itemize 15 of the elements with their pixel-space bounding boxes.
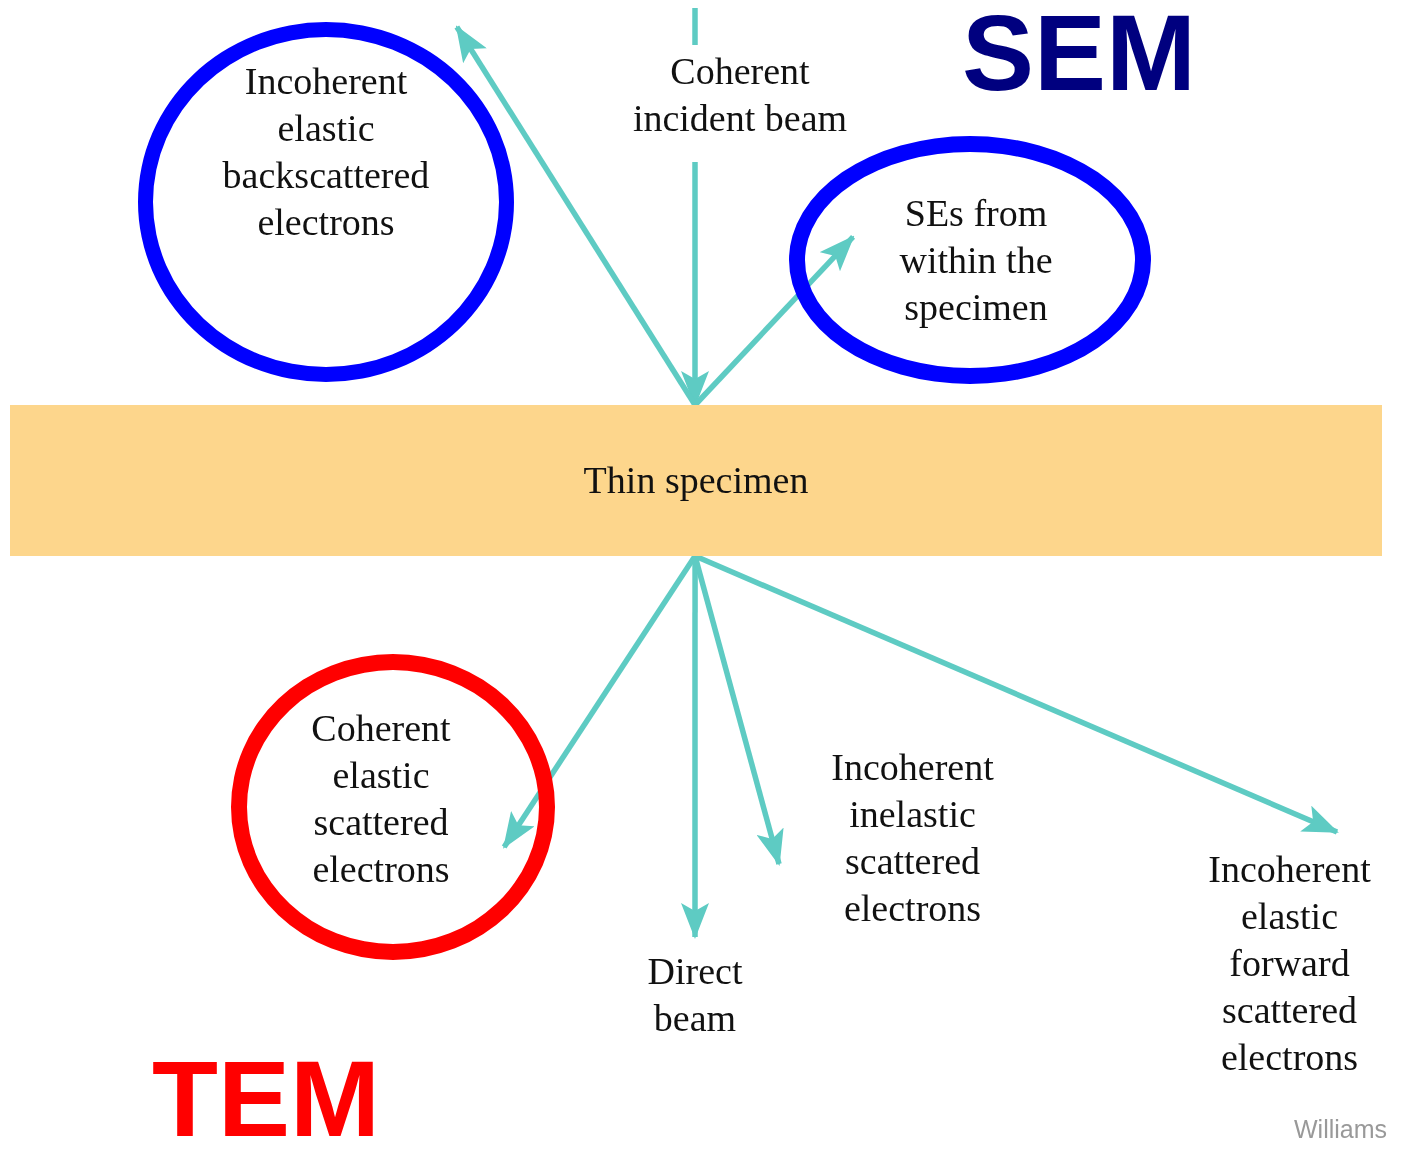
- tem-heading: TEM: [152, 1040, 380, 1152]
- highlight-ellipse: [789, 136, 1151, 384]
- node-label: Coherent incident beam: [631, 49, 849, 141]
- node-text: Incoherent elastic backscattered electrons: [221, 59, 431, 245]
- node-label: Incoherent elastic forward scattered electrons: [1207, 846, 1372, 1080]
- sem-heading: SEM: [962, 0, 1197, 113]
- node-label: Incoherent inelastic scattered electrons: [830, 744, 995, 931]
- node-label: Direct beam: [646, 949, 744, 1041]
- node-text: Thin specimen: [582, 458, 810, 503]
- specimen-band: [10, 405, 1382, 556]
- node-text: Coherent elastic scattered electrons: [310, 706, 452, 892]
- highlight-ellipse: [138, 22, 514, 382]
- node-text: SEs from within the specimen: [898, 190, 1054, 330]
- source-credit: Williams: [1294, 1116, 1388, 1144]
- highlight-ellipse: [231, 654, 555, 960]
